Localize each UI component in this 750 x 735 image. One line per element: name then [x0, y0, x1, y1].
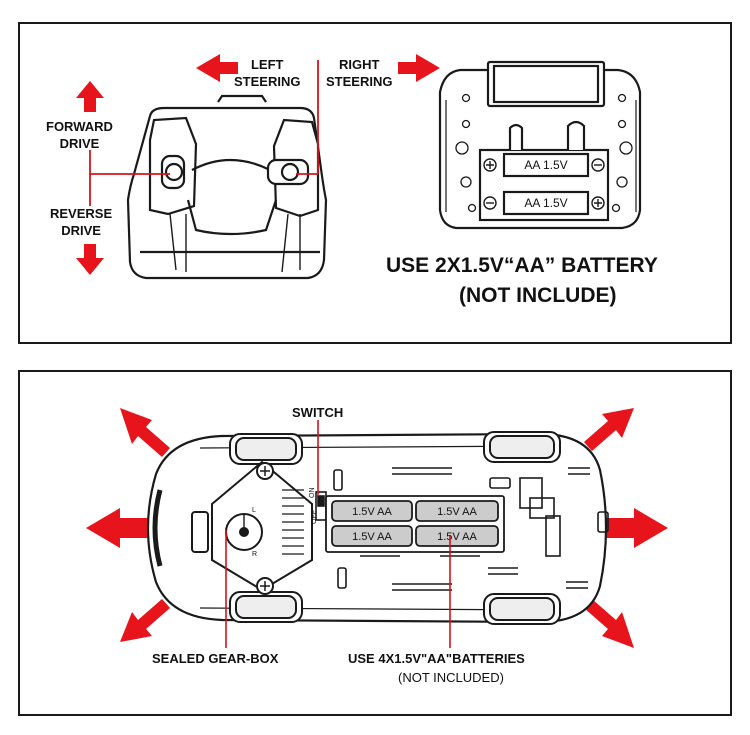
- car-cell-2-label: 1.5V AA: [437, 506, 477, 518]
- controller-battery-1-label: AA 1.5V: [524, 158, 567, 172]
- arrow-front-icon: [86, 508, 150, 548]
- car-batteries-note: (NOT INCLUDED): [398, 670, 504, 685]
- left-steering-arrow-icon: [196, 54, 238, 82]
- reverse-arrow-icon: [76, 244, 104, 275]
- arrow-front-up-icon: [120, 408, 170, 457]
- switch-label: SWITCH: [292, 405, 344, 420]
- controller-front-view: [126, 94, 328, 280]
- forward-arrow-icon: [76, 81, 104, 112]
- left-steering-label: LEFT STEERING: [234, 57, 301, 89]
- right-steering-label: RIGHT STEERING: [326, 57, 393, 89]
- car-batteries-label: USE 4X1.5V"AA"BATTERIES: [348, 651, 525, 666]
- arrow-rear-icon: [604, 508, 668, 548]
- gearbox: [191, 460, 313, 595]
- underside-vents: [333, 467, 609, 591]
- arrow-front-down-icon: [120, 599, 170, 642]
- forward-drive-label: FORWARD DRIVE: [46, 119, 113, 151]
- reverse-drive-label: REVERSE DRIVE: [50, 206, 113, 238]
- arrow-rear-down-icon: [584, 599, 634, 648]
- right-steering-arrow-icon: [398, 54, 440, 82]
- battery-polarity-icons: [483, 158, 605, 210]
- arrow-rear-up-icon: [584, 408, 634, 451]
- motion-arrows: [86, 408, 668, 648]
- car-wheels: [229, 431, 561, 625]
- steering-l-mark: L: [252, 507, 256, 514]
- car-cell-1-label: 1.5V AA: [352, 506, 392, 518]
- switch-on-mark: ON: [309, 488, 316, 499]
- switch-off-mark: OFF: [311, 510, 318, 524]
- controller-battery-2-label: AA 1.5V: [524, 196, 567, 210]
- car-leader-lines: [225, 420, 451, 648]
- controller-battery-note: USE 2X1.5V“AA” BATTERY: [386, 254, 658, 277]
- steering-r-mark: R: [252, 551, 257, 558]
- car-battery-compartment: [325, 495, 505, 553]
- car-cell-3-label: 1.5V AA: [352, 531, 392, 543]
- controller-battery-note-sub: (NOT INCLUDE): [459, 284, 617, 307]
- gearbox-label: SEALED GEAR-BOX: [152, 651, 279, 666]
- controller-back-view: [438, 60, 642, 230]
- car-cell-4-label: 1.5V AA: [437, 531, 477, 543]
- controller-leader-lines: [89, 60, 319, 206]
